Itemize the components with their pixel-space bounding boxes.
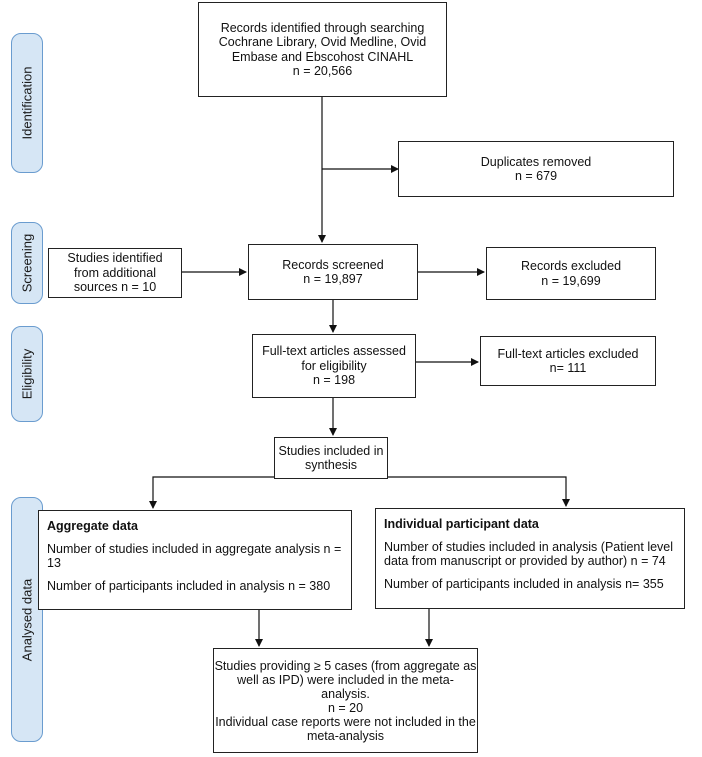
box-individual-participant-data: Individual participant data Number of st… <box>375 508 685 609</box>
ipd-header: Individual participant data <box>384 517 539 531</box>
additional-sources-line-1: Studies identified <box>67 251 163 266</box>
duplicates-removed-label: Duplicates removed <box>480 154 592 169</box>
box-fulltext-assessed: Full-text articles assessed for eligibil… <box>252 334 416 398</box>
ipd-studies-count: Number of studies included in analysis (… <box>384 539 674 569</box>
aggregate-participants-count: Number of participants included in analy… <box>47 578 331 593</box>
fulltext-assessed-count: n = 198 <box>312 373 356 388</box>
box-meta-analysis: Studies providing ≥ 5 cases (from aggreg… <box>213 648 478 753</box>
records-screened-count: n = 19,897 <box>303 272 363 286</box>
records-screened-label: Records screened <box>282 257 384 272</box>
meta-line-2: well as IPD) were included in the meta- <box>237 672 454 687</box>
meta-line-3: analysis. <box>321 686 370 701</box>
ipd-participants-count: Number of participants included in analy… <box>384 576 664 591</box>
stage-identification: Identification <box>11 33 43 173</box>
fulltext-excluded-count: n= 111 <box>549 361 587 375</box>
records-identified-line-1: Records identified through searching <box>220 20 425 35</box>
arrow-synthesis-to-aggregate <box>149 476 274 509</box>
fulltext-excluded-label: Full-text articles excluded <box>497 346 639 361</box>
arrow-synthesis-to-ipd <box>388 476 570 507</box>
meta-line-5: Individual case reports were not include… <box>215 714 476 729</box>
box-duplicates-removed: Duplicates removed n = 679 <box>398 141 674 197</box>
records-identified-count: n = 20,566 <box>292 64 353 78</box>
records-identified-line-3: Embase and Ebscohost CINAHL <box>231 49 414 64</box>
records-identified-line-2: Cochrane Library, Ovid Medline, Ovid <box>218 35 427 49</box>
stage-eligibility: Eligibility <box>11 326 43 422</box>
records-excluded-count: n = 19,699 <box>541 273 601 288</box>
box-records-identified: Records identified through searching Coc… <box>198 2 447 97</box>
aggregate-header: Aggregate data <box>47 519 138 533</box>
box-synthesis: Studies included in synthesis <box>274 437 388 479</box>
synthesis-line-1: Studies included in <box>278 443 384 458</box>
box-records-screened: Records screened n = 19,897 <box>248 244 418 300</box>
meta-line-1: Studies providing ≥ 5 cases (from aggreg… <box>214 658 477 673</box>
stage-analysed-data: Analysed data <box>11 497 43 742</box>
box-additional-sources: Studies identified from additional sourc… <box>48 248 182 298</box>
box-records-excluded: Records excluded n = 19,699 <box>486 247 656 300</box>
stage-screening: Screening <box>11 222 43 304</box>
meta-count: n = 20 <box>327 700 364 715</box>
box-fulltext-excluded: Full-text articles excluded n= 111 <box>480 336 656 386</box>
meta-line-6: meta-analysis <box>306 728 385 743</box>
aggregate-studies-count: Number of studies included in aggregate … <box>47 541 342 571</box>
box-aggregate-data: Aggregate data Number of studies include… <box>38 510 352 610</box>
additional-sources-line-2: from additional <box>74 265 156 280</box>
fulltext-assessed-line-1: Full-text articles assessed <box>262 344 406 359</box>
additional-sources-count: sources n = 10 <box>73 280 157 295</box>
fulltext-assessed-line-2: for eligibility <box>301 358 367 373</box>
records-excluded-label: Records excluded <box>520 259 622 273</box>
synthesis-line-2: synthesis <box>304 458 358 472</box>
duplicates-removed-count: n = 679 <box>514 169 558 183</box>
